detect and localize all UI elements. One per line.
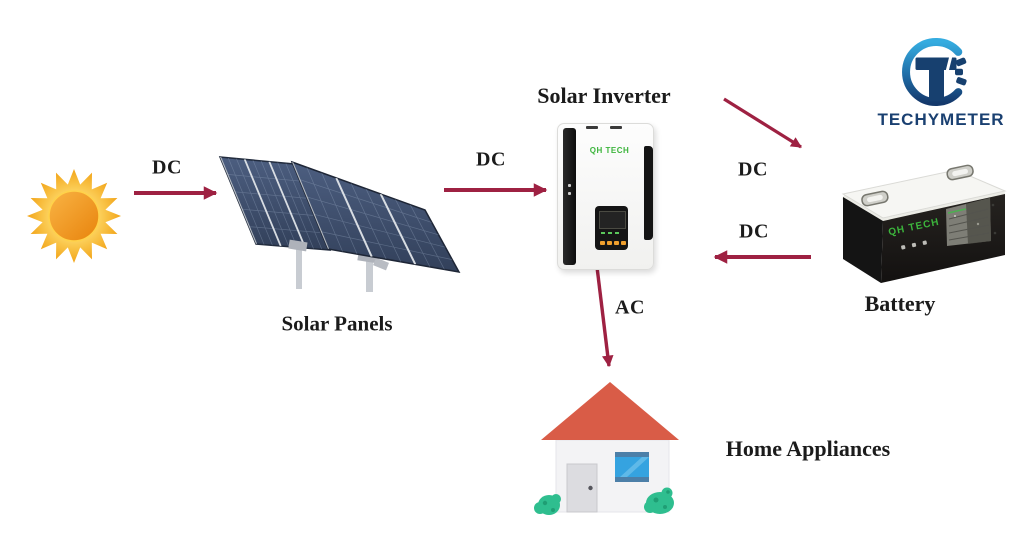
flow-label-battery-to-inverter: DC bbox=[739, 220, 769, 243]
house-window bbox=[615, 452, 649, 482]
inverter-display bbox=[595, 206, 628, 250]
inverter-left-panel bbox=[563, 128, 576, 265]
inverter-leds bbox=[601, 232, 619, 234]
battery-icon bbox=[841, 164, 1007, 283]
flow-label-panels-to-inverter: DC bbox=[476, 148, 506, 171]
techymeter-logo-icon bbox=[902, 38, 967, 106]
flow-label-inverter-to-home: AC bbox=[615, 296, 645, 319]
inverter-vent bbox=[586, 126, 598, 129]
arrow-inverter-to-battery bbox=[723, 97, 802, 149]
bush-right bbox=[644, 487, 674, 514]
solar-inverter-device: QH TECH bbox=[557, 123, 654, 270]
inverter-vent bbox=[610, 126, 622, 129]
flow-arrows bbox=[134, 97, 811, 368]
inverter-brand-text: QH TECH bbox=[589, 146, 630, 155]
sun-icon bbox=[27, 169, 121, 263]
inverter-right-panel bbox=[644, 146, 653, 240]
techymeter-logo-text: TECHYMETER bbox=[877, 110, 1005, 129]
home-appliances-label: Home Appliances bbox=[725, 436, 891, 461]
solar-inverter-label: Solar Inverter bbox=[537, 83, 671, 108]
flow-label-inverter-to-battery: DC bbox=[738, 158, 768, 181]
house-door bbox=[566, 463, 598, 513]
battery-label: Battery bbox=[864, 291, 936, 316]
inverter-screen bbox=[599, 211, 626, 229]
arrow-inverter-to-home bbox=[595, 266, 614, 368]
house-icon bbox=[534, 382, 679, 515]
flow-label-sun-to-panels: DC bbox=[152, 156, 182, 179]
solar-panels-label: Solar Panels bbox=[281, 311, 393, 336]
inverter-buttons bbox=[600, 241, 626, 245]
battery-sticker bbox=[946, 198, 991, 246]
solar-panels-icon bbox=[218, 156, 461, 292]
bush-left bbox=[534, 494, 561, 515]
